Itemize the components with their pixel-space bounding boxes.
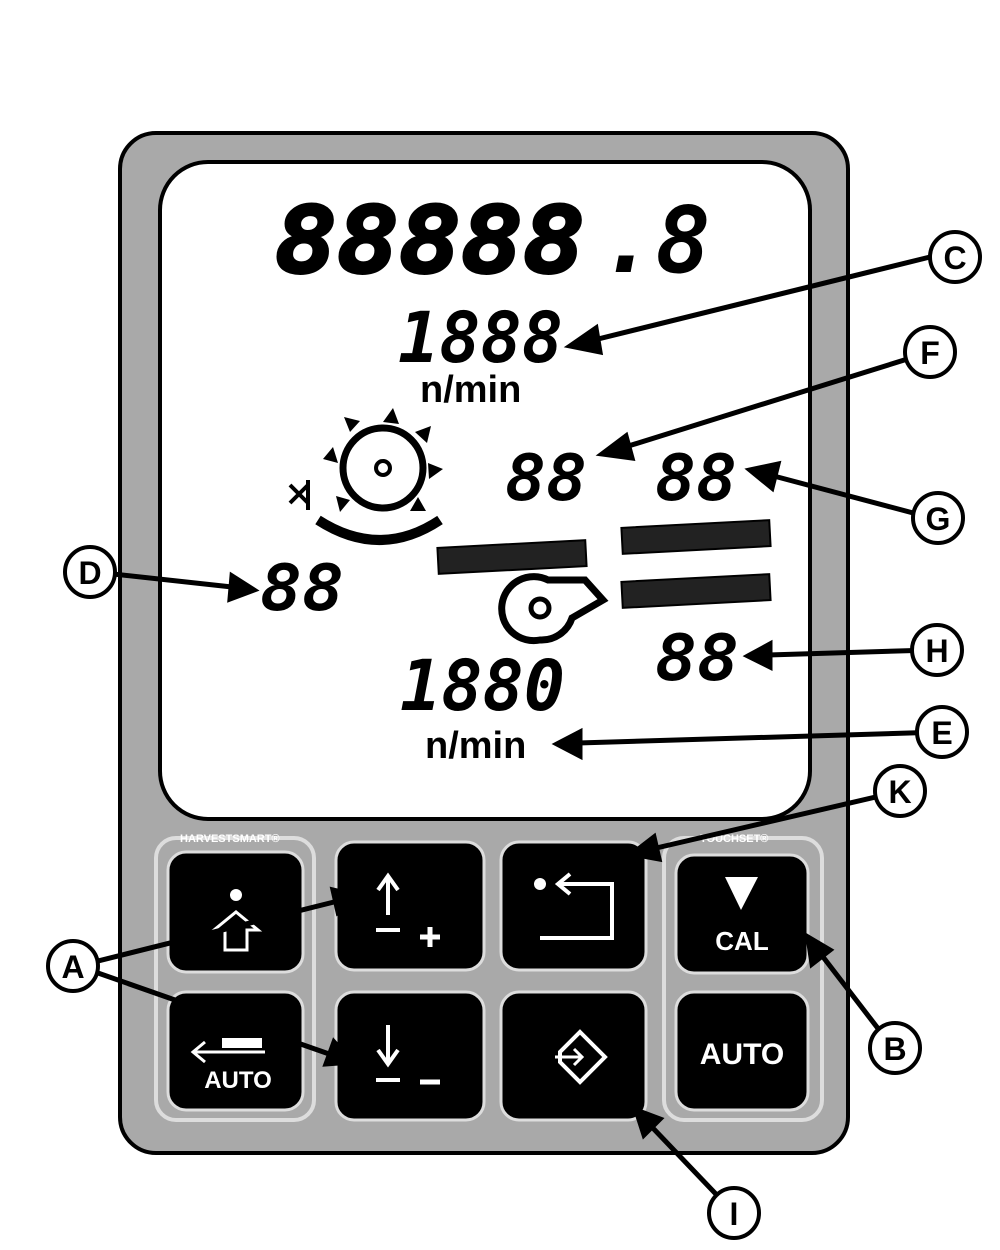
raise-plus-button[interactable] (334, 840, 486, 972)
auto-left-label: AUTO (204, 1067, 272, 1094)
bar-segment-right-top (620, 519, 772, 555)
cutterhead-icon (288, 408, 443, 545)
callout-i: I (730, 1196, 739, 1232)
callout-f: F (920, 335, 940, 371)
callout-labels: C F G D H E K A B I (46, 230, 982, 1240)
callout-k: K (888, 774, 911, 810)
callout-b: B (883, 1031, 906, 1067)
callout-h: H (925, 633, 948, 669)
harvestsmart-group-outline (154, 836, 316, 1122)
return-button[interactable] (499, 840, 648, 972)
harvestsmart-label: HARVESTSMART® (180, 833, 280, 845)
upper-small-left-readout: 88 (505, 442, 587, 516)
callout-a: A (61, 949, 84, 985)
auto-left-button[interactable]: AUTO (166, 990, 305, 1112)
blower-icon (498, 573, 609, 645)
touchset-group-outline (662, 836, 824, 1122)
cal-button[interactable]: CAL (674, 853, 810, 975)
upper-rpm-readout: 1888 (398, 297, 563, 379)
lower-rpm-readout: 1880 (400, 645, 565, 727)
enter-button[interactable] (499, 990, 648, 1122)
bar-segment-right-bottom (620, 573, 772, 609)
lower-right-small-readout: 88 (655, 622, 739, 696)
bar-segment-left (436, 539, 588, 575)
raise-position-button[interactable] (166, 850, 305, 974)
callout-c: C (943, 240, 966, 276)
callout-g: G (926, 501, 951, 537)
upper-small-right-readout: 88 (655, 442, 737, 516)
lower-rpm-unit: n/min (425, 725, 526, 767)
down-arrow-icon (725, 877, 758, 910)
callout-e: E (931, 715, 952, 751)
top-alpha-segments: 88888 (275, 187, 585, 294)
left-small-readout: 88 (260, 552, 344, 626)
top-dot-digit: .8 (600, 187, 711, 294)
auto-right-button[interactable]: AUTO (674, 990, 810, 1112)
auto-right-label: AUTO (700, 1038, 784, 1071)
lower-minus-button[interactable] (334, 990, 486, 1122)
callout-d: D (78, 555, 101, 591)
cal-label: CAL (715, 926, 769, 956)
upper-rpm-unit: n/min (420, 369, 521, 411)
